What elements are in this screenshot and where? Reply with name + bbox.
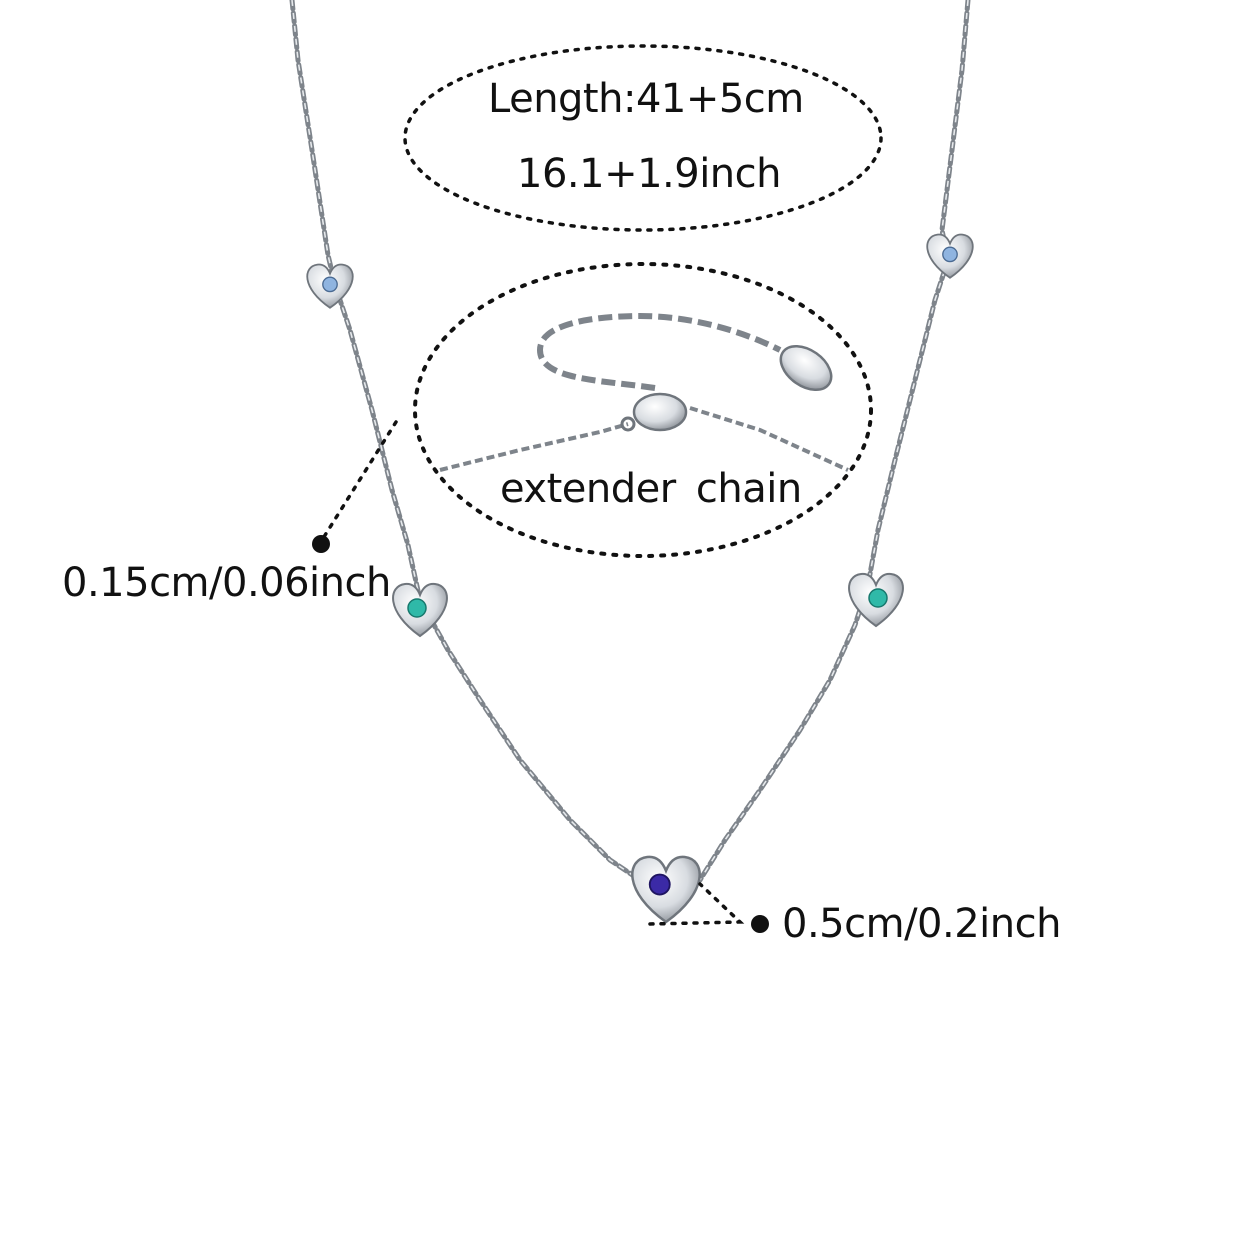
chain-width-label: 0.15cm/0.06inch xyxy=(62,560,391,606)
lobster-clasp-icon xyxy=(620,392,688,432)
oval-tag-icon xyxy=(779,344,833,392)
heart-pendant-icon xyxy=(392,582,448,638)
chain-width-pointer xyxy=(312,420,398,553)
heart-pendants xyxy=(306,233,974,924)
heart-pendant-icon xyxy=(926,233,974,279)
length-cm-label: Length:41+5cm xyxy=(488,76,804,122)
heart-pendant-icon xyxy=(848,572,904,628)
length-callout-outline xyxy=(403,44,883,232)
length-inch-label: 16.1+1.9inch xyxy=(517,151,782,197)
extender-callout-outline xyxy=(413,262,873,558)
extender-chain-label: extender chain xyxy=(500,466,802,512)
pendant-width-pointer xyxy=(648,882,769,933)
chain-strand-right xyxy=(697,0,971,883)
heart-pendant-icon xyxy=(306,263,354,309)
necklace-chain xyxy=(289,0,971,883)
pendant-width-label: 0.5cm/0.2inch xyxy=(782,901,1061,947)
chain-strand-left xyxy=(289,0,643,883)
heart-pendant-icon xyxy=(631,855,701,924)
extender-chain-detail xyxy=(439,312,849,472)
